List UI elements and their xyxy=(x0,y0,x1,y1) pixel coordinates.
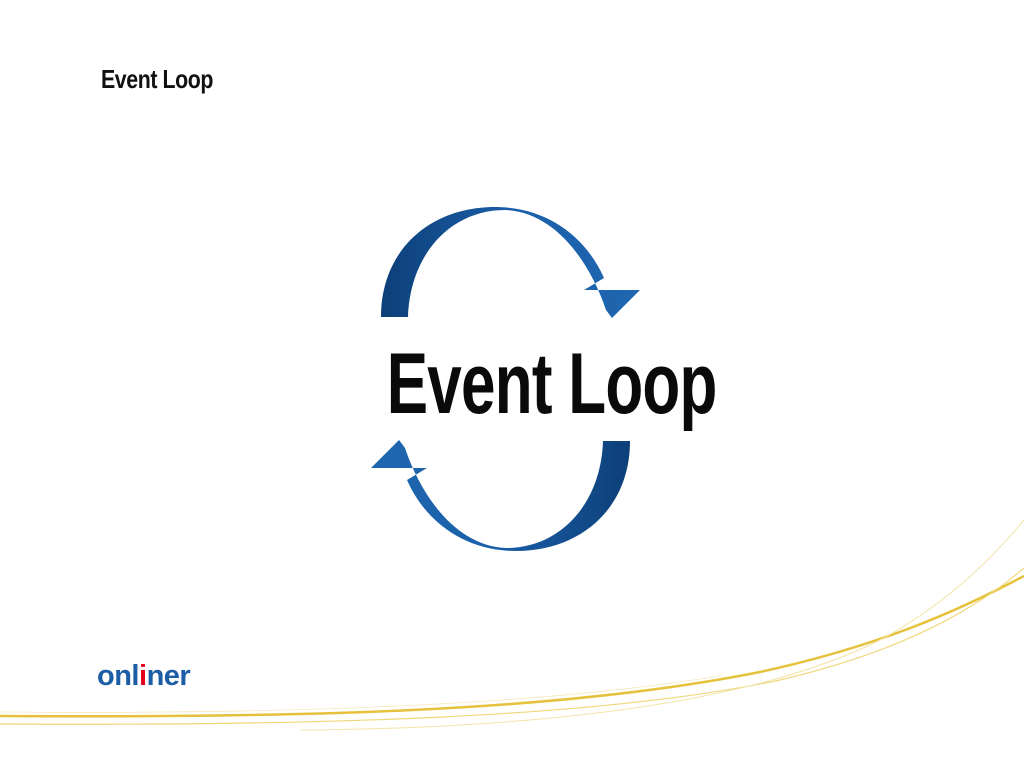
onliner-logo: onliner xyxy=(97,660,191,693)
logo-part-i: i xyxy=(139,660,147,692)
bottom-arrow xyxy=(371,440,630,551)
logo-part-onl: onl xyxy=(97,660,140,692)
top-arrow xyxy=(381,207,640,318)
slide-title: Event Loop xyxy=(101,64,213,94)
logo-part-ner: ner xyxy=(146,660,191,692)
